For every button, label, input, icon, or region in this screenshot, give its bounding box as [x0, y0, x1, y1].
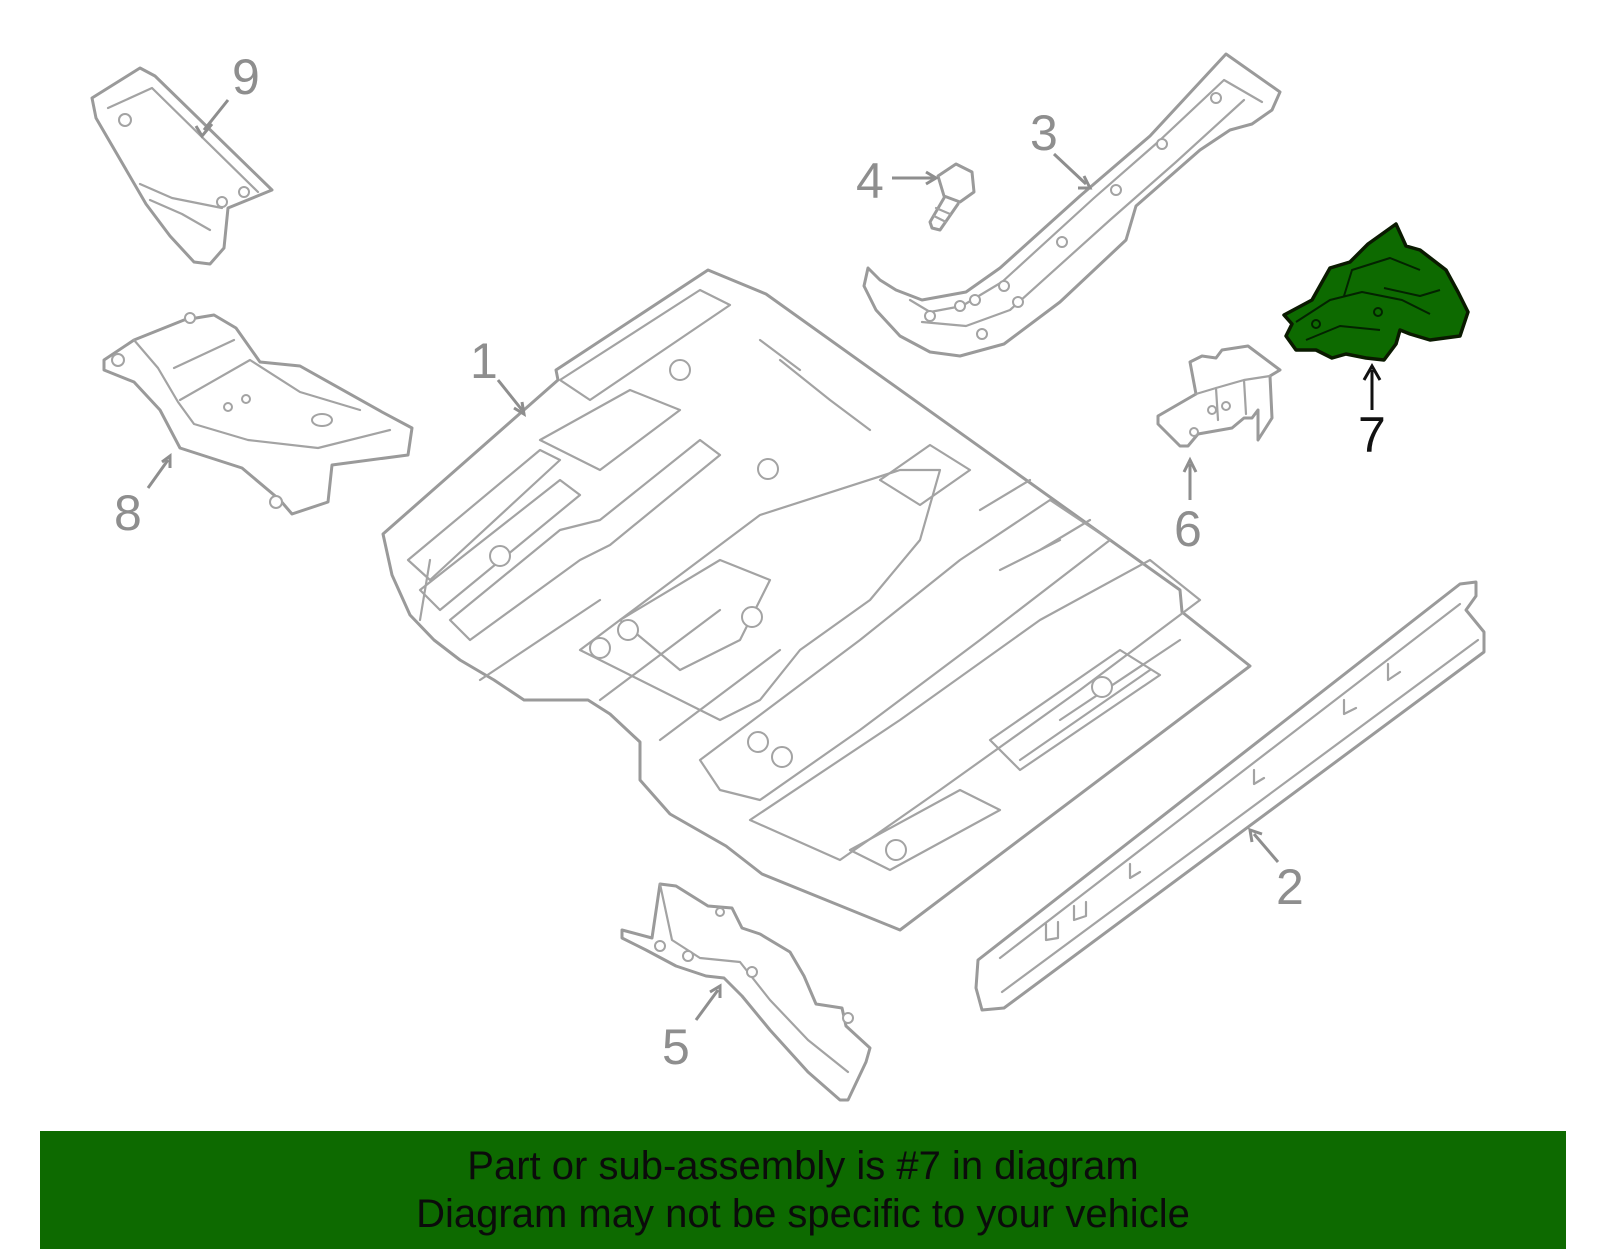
- callout-9: 9: [232, 49, 260, 105]
- part-5-bracket[interactable]: [620, 882, 872, 1102]
- part-6-bracket[interactable]: [1156, 344, 1282, 448]
- part-1-floor-panel[interactable]: [381, 268, 1252, 932]
- banner-line-1: Part or sub-assembly is #7 in diagram: [467, 1144, 1139, 1188]
- banner-line-2: Diagram may not be specific to your vehi…: [416, 1192, 1190, 1236]
- part-7-bracket-highlighted[interactable]: [1282, 222, 1470, 362]
- callout-7: 7: [1358, 407, 1386, 463]
- part-4-bolt[interactable]: [928, 162, 976, 232]
- callout-1: 1: [470, 333, 498, 389]
- part-3-rail[interactable]: [862, 52, 1282, 358]
- leader-lines: [146, 99, 1382, 1021]
- callout-5: 5: [662, 1019, 690, 1075]
- info-banner: Part or sub-assembly is #7 in diagram Di…: [40, 1131, 1566, 1249]
- callout-8: 8: [114, 485, 142, 541]
- parts-diagram: 9 3 4 1 7 8 6 2 5: [90, 49, 1486, 1102]
- callout-6: 6: [1174, 501, 1202, 557]
- part-9-bracket[interactable]: [90, 66, 274, 266]
- part-8-bracket[interactable]: [102, 312, 414, 516]
- part-2-side-sill[interactable]: [974, 580, 1486, 1012]
- callout-4: 4: [856, 153, 884, 209]
- callout-3: 3: [1030, 105, 1058, 161]
- callout-2: 2: [1276, 859, 1304, 915]
